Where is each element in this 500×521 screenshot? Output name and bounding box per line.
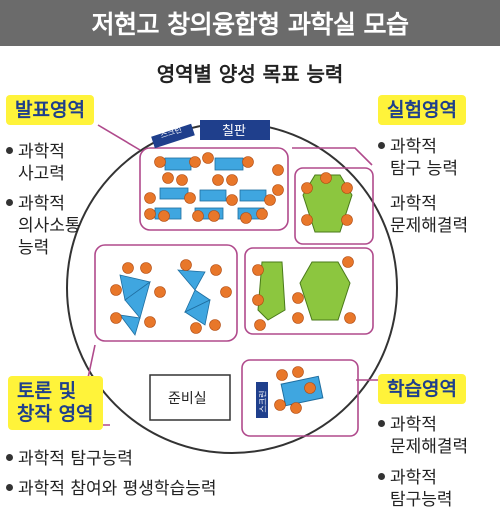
blackboard-box [200, 120, 270, 140]
discussion-zone-badge: 토론 및 창작 영역 [8, 376, 103, 430]
experiment-zone-box [294, 167, 374, 245]
presentation-connector [97, 124, 141, 151]
presentation-item-1: 과학적 사고력 [6, 141, 65, 185]
prep-room-label: 준비실 [168, 391, 207, 407]
exp-table-1 [302, 174, 353, 233]
discussion-item-1: 과학적 탐구능력 [6, 448, 133, 470]
discussion-zone-label-line2: 창작 영역 [17, 403, 94, 425]
blackboard-label: 칠판 [222, 124, 246, 139]
page-subtitle: 영역별 양성 목표 능력 [156, 62, 344, 86]
learning-item-2: 과학적 탐구능력 [378, 467, 453, 511]
learning-desk [280, 375, 324, 407]
discussion-item-2: 과학적 참여와 평생학습능력 [6, 478, 217, 500]
exp-table-2 [299, 261, 351, 321]
experiment-zone-box-2 [244, 247, 374, 335]
experiment-item-2: 과학적 문제해결력 [390, 194, 469, 236]
discussion-zone-label-line1: 토론 및 [17, 380, 77, 402]
learning-screen-label: 스크린 [258, 390, 268, 413]
presentation-item-2: 과학적 의사소통 능력 [6, 193, 81, 259]
learning-zone-box [241, 359, 359, 437]
presentation-zone-badge: 발표영역 [6, 95, 94, 125]
experiment-item-1: 과학적 탐구 능력 [378, 136, 458, 180]
presentation-zone-box [139, 147, 289, 231]
learning-zone-badge: 학습영역 [378, 374, 466, 404]
prep-room-box [149, 374, 231, 421]
experiment-connector [292, 147, 373, 166]
learning-item-1: 과학적 문제해결력 [378, 414, 468, 458]
screen-box [151, 123, 195, 149]
discussion-zone-box [94, 244, 238, 342]
experiment-zone-badge: 실험영역 [378, 95, 466, 125]
learning-screen [256, 382, 268, 418]
page-title: 저현고 창의융합형 과학실 모습 [0, 0, 500, 46]
